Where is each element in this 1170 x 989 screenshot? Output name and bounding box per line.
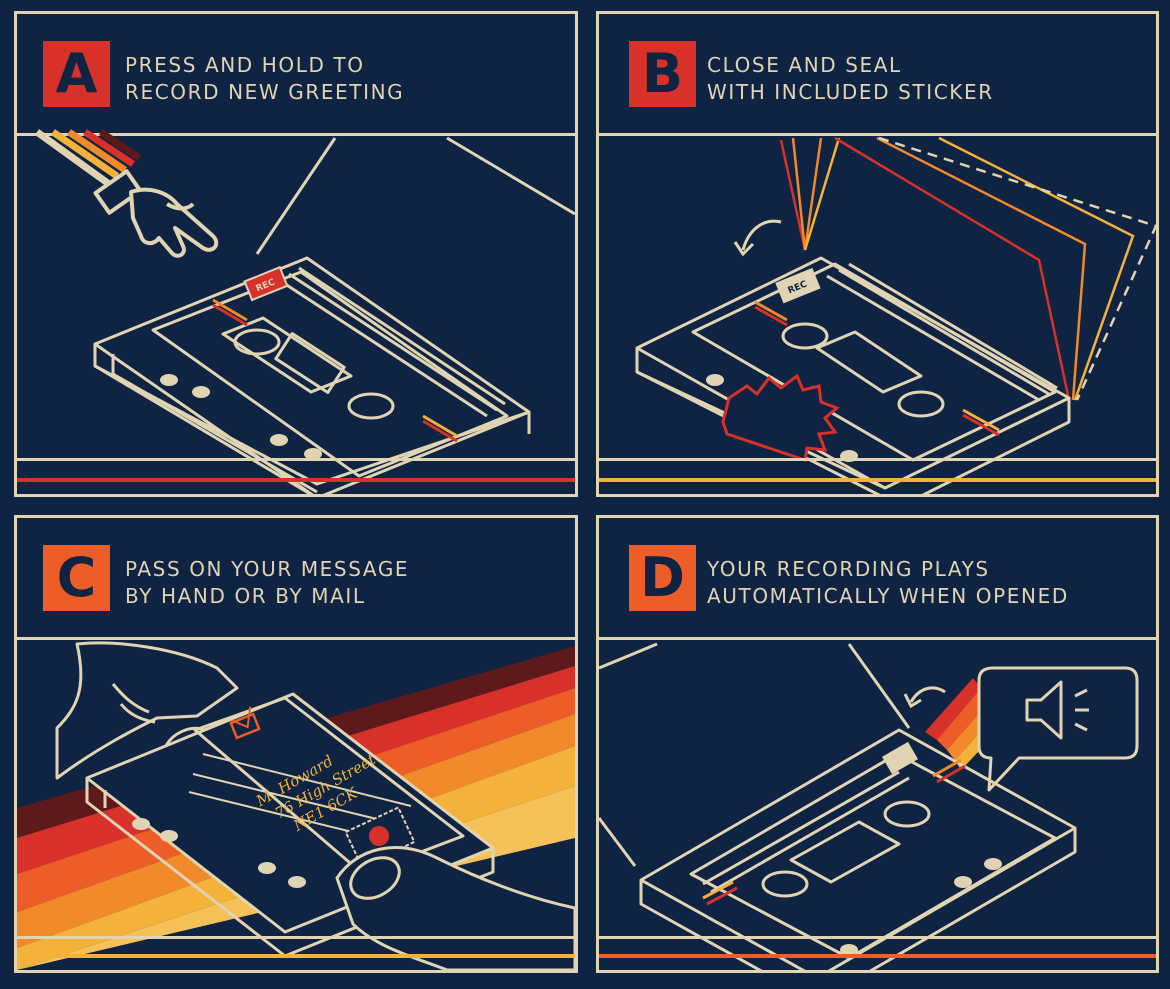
caption-line-2: RECORD NEW GREETING <box>125 80 405 104</box>
curved-arrow-icon <box>733 219 782 257</box>
caption-line-1: YOUR RECORDING PLAYS <box>707 557 990 581</box>
cassette-stripe <box>212 298 458 443</box>
bottom-stripes <box>17 936 575 958</box>
panel-c-illustration: M. Howard 76 High Street NE1 6CK <box>17 641 575 970</box>
panel-b: B CLOSE AND SEAL WITH INCLUDED STICKER <box>596 11 1159 497</box>
envelope-icon <box>229 706 261 740</box>
bottom-stripes <box>599 936 1156 958</box>
sticker-icon <box>721 373 840 462</box>
play-button <box>882 741 918 775</box>
panel-b-illustration: REC <box>599 136 1156 494</box>
step-caption: YOUR RECORDING PLAYS AUTOMATICALLY WHEN … <box>707 556 1069 610</box>
caption-line-1: CLOSE AND SEAL <box>707 53 902 77</box>
case-lid-outline <box>599 642 911 867</box>
caption-line-2: WITH INCLUDED STICKER <box>707 80 994 104</box>
rec-button: REC <box>775 267 821 304</box>
motion-stripes <box>34 129 141 187</box>
caption-line-2: BY HAND OR BY MAIL <box>125 584 366 608</box>
speech-bubble <box>977 666 1139 792</box>
step-letter-badge: A <box>43 41 110 107</box>
cassette-icon <box>639 728 1077 970</box>
cassette-stripe <box>754 300 1000 437</box>
step-letter: A <box>55 42 98 105</box>
panel-a-header: A PRESS AND HOLD TO RECORD NEW GREETING <box>17 14 575 136</box>
step-letter-badge: C <box>43 545 110 611</box>
panel-d-header: D YOUR RECORDING PLAYS AUTOMATICALLY WHE… <box>599 518 1156 640</box>
cassette-holes <box>160 374 322 460</box>
panel-c-header: C PASS ON YOUR MESSAGE BY HAND OR BY MAI… <box>17 518 575 640</box>
cassette-stripe <box>702 758 966 906</box>
panel-d: D YOUR RECORDING PLAYS AUTOMATICALLY WHE… <box>596 515 1159 973</box>
caption-line-1: PRESS AND HOLD TO <box>125 53 365 77</box>
thumb-icon <box>335 846 575 970</box>
cassette-icon <box>93 256 531 494</box>
panel-b-header: B CLOSE AND SEAL WITH INCLUDED STICKER <box>599 14 1156 136</box>
cassette-holes <box>132 818 306 888</box>
stamp-icon <box>344 806 416 868</box>
step-letter: B <box>641 42 684 105</box>
step-caption: PRESS AND HOLD TO RECORD NEW GREETING <box>125 52 404 106</box>
cassette-holes <box>840 858 1002 956</box>
cassette-icon <box>635 256 1071 494</box>
closing-lid-lines <box>779 136 1156 401</box>
rec-button: REC <box>243 265 289 302</box>
panel-a-illustration: REC <box>17 129 575 494</box>
bottom-stripes <box>17 458 575 482</box>
step-letter: D <box>640 546 685 609</box>
caption-line-1: PASS ON YOUR MESSAGE <box>125 557 410 581</box>
bottom-stripes <box>599 458 1156 482</box>
caption-line-2: AUTOMATICALLY WHEN OPENED <box>707 584 1069 608</box>
curved-arrow-icon <box>903 686 946 709</box>
step-caption: CLOSE AND SEAL WITH INCLUDED STICKER <box>707 52 994 106</box>
panel-d-illustration <box>599 642 1156 970</box>
step-letter-badge: D <box>629 545 696 611</box>
step-caption: PASS ON YOUR MESSAGE BY HAND OR BY MAIL <box>125 556 409 610</box>
panel-c: C PASS ON YOUR MESSAGE BY HAND OR BY MAI… <box>14 515 578 973</box>
panel-a: A PRESS AND HOLD TO RECORD NEW GREETING <box>14 11 578 497</box>
case-lid-outline <box>255 136 575 255</box>
pointing-hand-icon <box>93 169 219 258</box>
step-letter: C <box>56 546 97 609</box>
step-letter-badge: B <box>629 41 696 107</box>
speaker-icon <box>1025 680 1089 740</box>
